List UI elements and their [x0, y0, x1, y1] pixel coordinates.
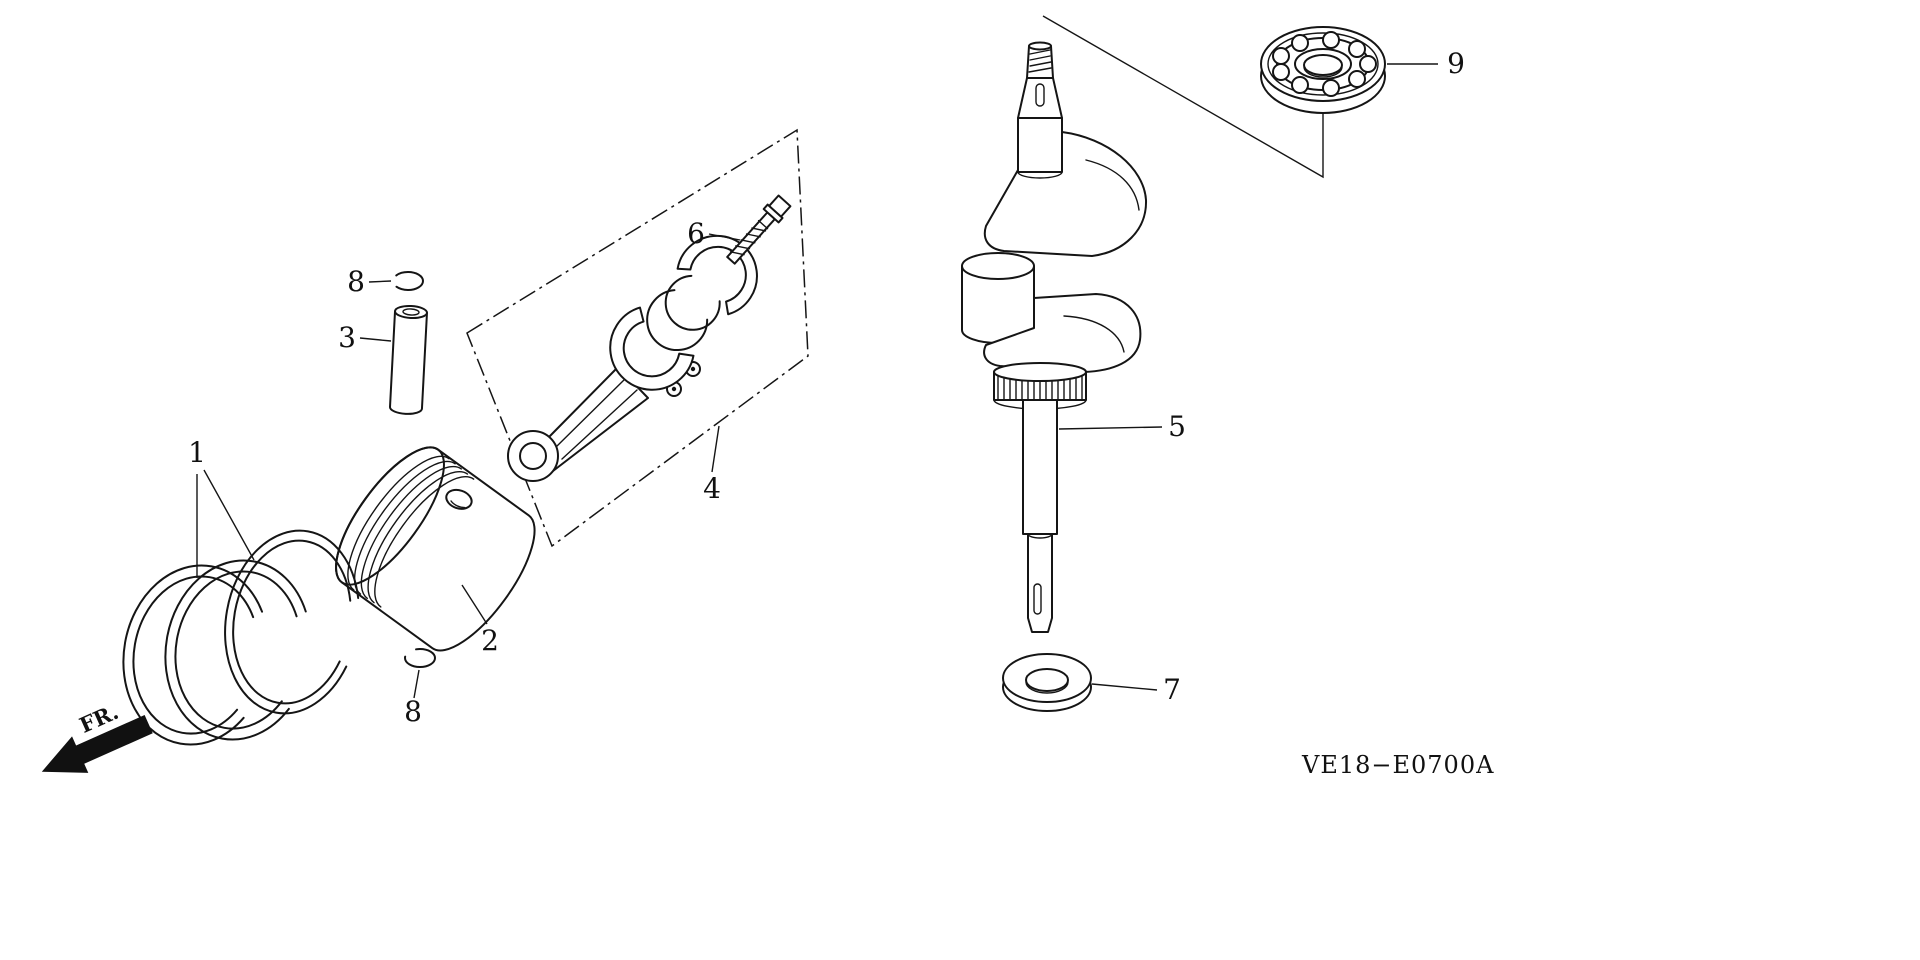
- rod-big-end: [609, 306, 695, 391]
- part-label-6: 6: [687, 217, 705, 250]
- pin-clip-upper-drawing: [392, 271, 424, 291]
- piston-ring-set-drawing: [122, 529, 360, 746]
- connecting-rod-drawing: [507, 194, 792, 482]
- bearing-shell-1: [646, 289, 709, 352]
- rod-cap: [676, 234, 758, 316]
- pin-clip-lower-drawing: [404, 648, 436, 668]
- reference-box-outline: [466, 128, 809, 548]
- front-arrow-icon: [41, 714, 153, 773]
- rod-bolt-drawing: [726, 194, 792, 265]
- label-8-lower-leader: [413, 669, 420, 699]
- part-label-8-upper: 8: [347, 265, 365, 298]
- label-6-leader: [708, 233, 741, 241]
- label-7-leader: [1091, 683, 1158, 691]
- part-label-1: 1: [188, 436, 206, 469]
- piston-pin-drawing: [388, 304, 428, 415]
- label-2-leader: [461, 584, 488, 625]
- part-label-8-lower: 8: [404, 695, 422, 728]
- piston-drawing: [335, 446, 536, 652]
- part-label-7: 7: [1163, 673, 1181, 706]
- part-label-3: 3: [338, 321, 356, 354]
- label-8-upper-leader: [368, 280, 392, 283]
- bearing-shell-2: [664, 274, 721, 331]
- bearing-balls: [1272, 31, 1377, 97]
- part-label-4: 4: [703, 472, 721, 505]
- diagram-code: VE18−E0700A: [1301, 751, 1494, 779]
- label-4-leader: [711, 425, 720, 473]
- ball-bearing-drawing: [1260, 26, 1386, 114]
- part-label-9: 9: [1447, 47, 1465, 80]
- crankshaft-drawing: [961, 41, 1148, 633]
- piston-pin-bore: [445, 488, 473, 510]
- label-1-leader: [196, 469, 255, 578]
- part-label-5: 5: [1168, 410, 1186, 443]
- bearing-position-leader: [1042, 15, 1324, 179]
- label-3-leader: [359, 337, 392, 342]
- washer-drawing: [1002, 653, 1092, 712]
- part-label-2: 2: [481, 624, 499, 657]
- label-5-leader: [1058, 426, 1163, 430]
- front-direction-marker: FR.: [41, 699, 153, 773]
- part-labels: 1 2 3 4 5 6 7 8 8 9: [188, 47, 1465, 728]
